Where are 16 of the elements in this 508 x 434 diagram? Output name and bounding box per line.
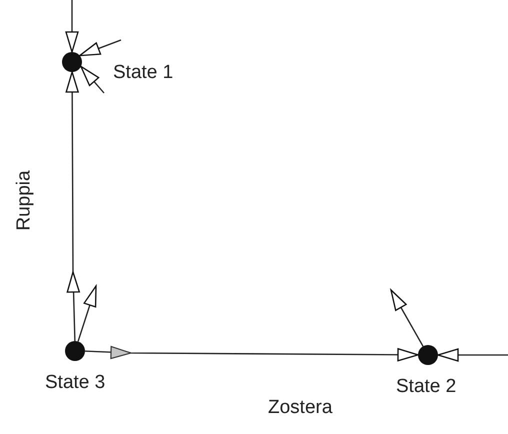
state-label: State 3 — [45, 373, 106, 392]
trajectory-arrow — [84, 346, 418, 362]
axis-label: Ruppia — [14, 170, 34, 230]
state-dot — [65, 341, 85, 361]
direction-arrow — [79, 39, 122, 56]
state-dot — [418, 345, 438, 365]
axis-label: Zostera — [268, 398, 332, 417]
direction-arrow — [77, 285, 97, 342]
state-label: State 1 — [113, 63, 174, 82]
direction-arrow — [80, 66, 104, 94]
direction-arrow — [390, 289, 424, 347]
trajectory-arrow — [65, 72, 80, 342]
state-dot — [62, 52, 82, 72]
direction-arrow — [65, 0, 79, 53]
state-label: State 2 — [396, 377, 456, 396]
direction-arrow — [437, 348, 508, 362]
